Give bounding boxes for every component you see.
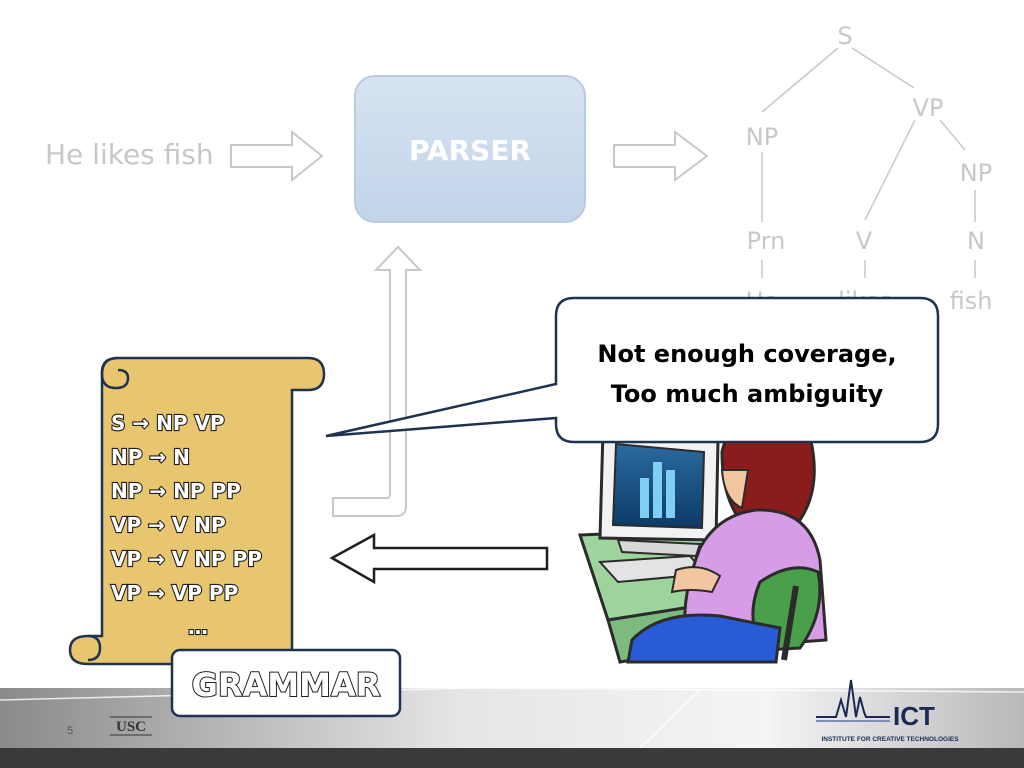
footer-bottom-bar	[0, 748, 1024, 768]
arrow-to-tree	[613, 130, 709, 182]
grammar-rule-ellipsis: …	[188, 615, 208, 639]
tree-node-s: S	[837, 22, 852, 50]
arrow-grammar-to-parser	[332, 245, 423, 517]
input-sentence: He likes fish	[45, 138, 214, 171]
callout-line-2: Too much ambiguity	[611, 380, 884, 408]
computer-user-illustration	[577, 412, 828, 664]
tree-node-prn: Prn	[747, 227, 786, 255]
callout-line-1: Not enough coverage,	[597, 340, 896, 368]
ict-logo: ICT INSTITUTE FOR CREATIVE TECHNOLOGIES	[816, 679, 959, 743]
tree-node-vp: VP	[913, 94, 944, 122]
ict-logo-text: ICT	[893, 701, 935, 731]
grammar-rule: S → NP VP	[111, 411, 225, 435]
parser-box	[354, 75, 586, 223]
grammar-rule: VP → V NP	[111, 513, 226, 537]
tree-node-v: V	[856, 227, 873, 255]
usc-logo: USC	[110, 716, 152, 736]
grammar-rule: VP → V NP PP	[111, 547, 262, 571]
tree-word-fish: fish	[950, 287, 993, 315]
tree-node-np-subject: NP	[746, 123, 778, 151]
parse-tree	[761, 47, 976, 278]
grammar-scroll	[68, 356, 326, 666]
arrow-to-parser	[230, 129, 324, 183]
grammar-label: GRAMMAR	[192, 666, 381, 704]
grammar-rule: NP → N	[111, 445, 190, 469]
arrow-user-to-grammar	[329, 532, 549, 585]
grammar-rule: NP → NP PP	[111, 479, 241, 503]
grammar-rules: S → NP VP NP → N NP → NP PP VP → V NP VP…	[110, 410, 263, 640]
usc-logo-text: USC	[116, 719, 146, 735]
parser-label: PARSER	[409, 134, 531, 167]
page-number: 5	[67, 725, 73, 737]
tree-node-np-object: NP	[960, 159, 992, 187]
callout-bubble	[325, 296, 940, 444]
ict-logo-subtitle: INSTITUTE FOR CREATIVE TECHNOLOGIES	[821, 736, 959, 743]
grammar-rule: VP → VP PP	[111, 581, 238, 605]
tree-node-n: N	[967, 227, 985, 255]
grammar-label-box	[170, 648, 402, 718]
